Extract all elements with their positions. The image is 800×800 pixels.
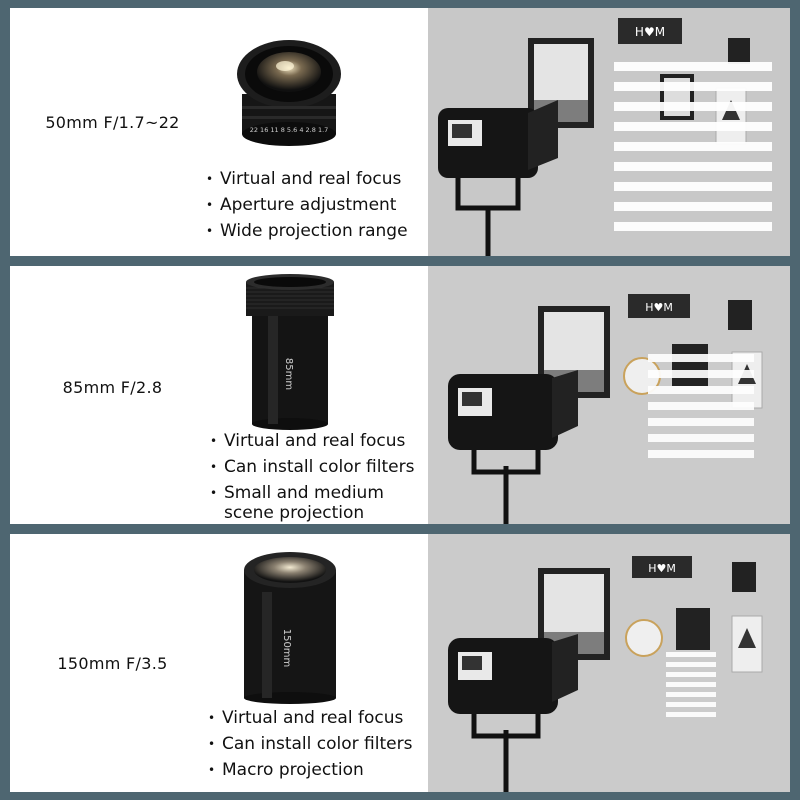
lens-row-150mm: 150mm F/3.5 150mm Virtual and real focus… (10, 534, 790, 792)
projection-photo-150mm: H♥M (428, 534, 790, 792)
lens-85mm-image: 85mm (246, 274, 334, 430)
feature-item: Virtual and real focus (208, 705, 412, 731)
lens-focal-marking: 150mm (281, 629, 292, 668)
lens-row-50mm: 50mm F/1.7~22 22 16 11 8 5.6 4 2.8 1.7 V… (10, 8, 790, 256)
photo-sign-text: H♥M (648, 562, 676, 575)
feature-item: Can install color filters (208, 731, 412, 757)
feature-item: Virtual and real focus (210, 428, 414, 454)
feature-item: Virtual and real focus (206, 166, 408, 192)
lens-model-label: 50mm F/1.7~22 (45, 113, 180, 132)
lens-aperture-scale: 22 16 11 8 5.6 4 2.8 1.7 (250, 126, 329, 134)
feature-list: Virtual and real focus Can install color… (210, 428, 414, 523)
feature-item: Small and medium scene projection (210, 483, 394, 523)
feature-list: Virtual and real focus Aperture adjustme… (206, 166, 408, 244)
lens-model-label: 85mm F/2.8 (62, 378, 163, 397)
lens-row-85mm: 85mm F/2.8 85mm Virtual and real focus C… (10, 266, 790, 524)
feature-item: Can install color filters (210, 454, 414, 480)
photo-sign-text: H♥M (635, 25, 665, 39)
feature-item: Aperture adjustment (206, 192, 408, 218)
feature-item: Macro projection (208, 757, 412, 783)
feature-item: Wide projection range (206, 218, 408, 244)
feature-list: Virtual and real focus Can install color… (208, 705, 412, 783)
projection-photo-50mm: H♥M (428, 8, 790, 256)
lens-model-label: 150mm F/3.5 (57, 654, 168, 673)
lens-50mm-image: 22 16 11 8 5.6 4 2.8 1.7 (237, 40, 341, 146)
photo-sign-text: H♥M (645, 301, 673, 314)
lens-150mm-image: 150mm (244, 552, 336, 704)
lens-focal-marking: 85mm (283, 358, 294, 390)
projection-photo-85mm: H♥M (428, 266, 790, 524)
